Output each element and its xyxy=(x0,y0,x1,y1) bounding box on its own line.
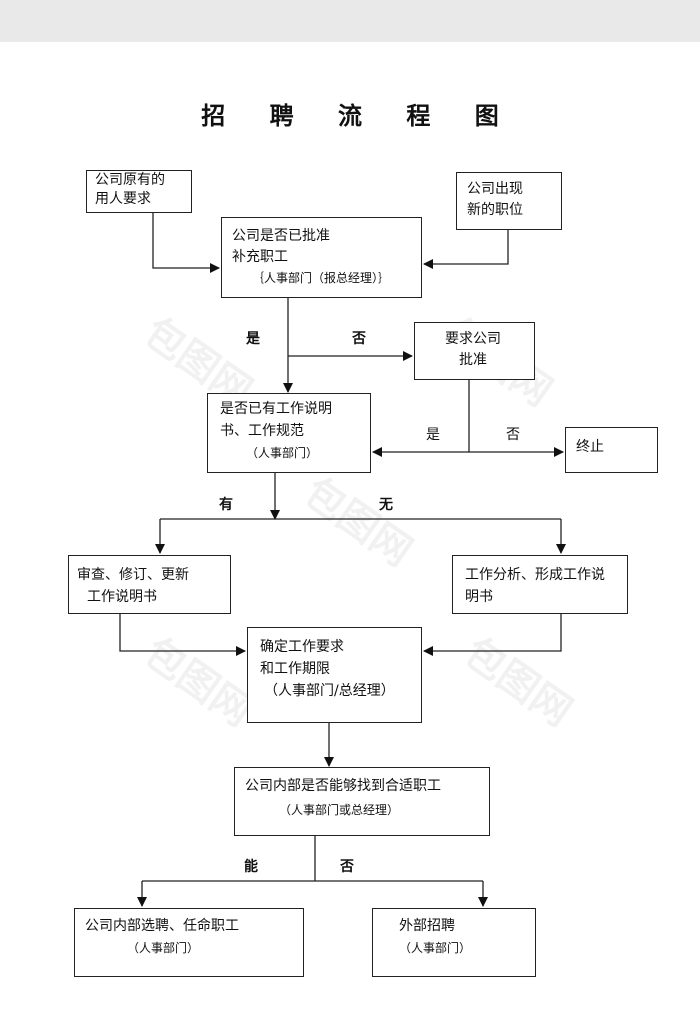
label-yes: 是 xyxy=(246,331,260,347)
job-analysis-line2: 明书 xyxy=(465,589,493,605)
connector xyxy=(152,212,220,273)
request-approval-box: 要求公司 批准 xyxy=(414,322,535,380)
label-no: 否 xyxy=(352,331,366,347)
internal-select-line1: 公司内部选聘、任命职工 xyxy=(85,918,239,934)
external-recruit-box: 外部招聘 （人事部门） xyxy=(372,908,536,977)
new-position-line2: 新的职位 xyxy=(467,202,523,218)
internal-select-dept: （人事部门） xyxy=(127,941,200,955)
review-revise-line2: 工作说明书 xyxy=(87,589,157,605)
confirm-requirements-line1: 确定工作要求 xyxy=(260,639,344,655)
internal-find-dept: （人事部门或总经理） xyxy=(279,803,400,817)
internal-find-box: 公司内部是否能够找到合适职工 （人事部门或总经理） xyxy=(234,767,490,836)
new-position-line1: 公司出现 xyxy=(467,181,523,197)
original-demand-box: 公司原有的 用人要求 xyxy=(86,170,192,213)
request-approval-line2: 批准 xyxy=(459,352,487,368)
connector xyxy=(423,614,562,656)
job-desc-exist-line2: 书、工作规范 xyxy=(220,423,304,439)
job-analysis-box: 工作分析、形成工作说 明书 xyxy=(452,555,628,614)
request-approval-line1: 要求公司 xyxy=(445,331,501,347)
new-position-box: 公司出现 新的职位 xyxy=(456,172,562,230)
job-desc-exist-dept: （人事部门） xyxy=(246,446,319,460)
connector xyxy=(423,230,509,269)
confirm-requirements-dept: （人事部门/总经理） xyxy=(264,683,395,699)
original-demand-line1: 公司原有的 xyxy=(95,172,165,188)
approve-fill-dept: ｛人事部门（报总经理）｝ xyxy=(252,271,391,285)
connector xyxy=(119,614,246,656)
confirm-requirements-box: 确定工作要求 和工作期限 （人事部门/总经理） xyxy=(247,627,422,723)
original-demand-line2: 用人要求 xyxy=(95,191,151,207)
label-cannot: 否 xyxy=(340,859,354,875)
internal-find-line1: 公司内部是否能够找到合适职工 xyxy=(245,778,441,794)
external-recruit-line1: 外部招聘 xyxy=(399,918,455,934)
approve-fill-line2: 补充职工 xyxy=(232,249,288,265)
job-analysis-line1: 工作分析、形成工作说 xyxy=(465,567,605,583)
page-title: 招 聘 流 程 图 xyxy=(201,102,517,130)
label-no: 否 xyxy=(506,427,520,443)
label-can: 能 xyxy=(244,859,258,875)
review-revise-box: 审查、修订、更新 工作说明书 xyxy=(68,555,231,614)
approve-fill-line1: 公司是否已批准 xyxy=(232,228,330,244)
job-desc-exist-box: 是否已有工作说明 书、工作规范 （人事部门） xyxy=(207,393,371,473)
label-yes: 是 xyxy=(426,427,440,443)
label-have: 有 xyxy=(219,497,233,513)
top-bar xyxy=(0,0,700,42)
confirm-requirements-line2: 和工作期限 xyxy=(260,661,330,677)
terminate-label: 终止 xyxy=(576,439,604,455)
external-recruit-dept: （人事部门） xyxy=(399,941,472,955)
terminate-box: 终止 xyxy=(565,427,658,473)
internal-select-box: 公司内部选聘、任命职工 （人事部门） xyxy=(74,908,304,977)
label-none: 无 xyxy=(379,497,393,513)
approve-fill-box: 公司是否已批准 补充职工 ｛人事部门（报总经理）｝ xyxy=(221,217,422,298)
job-desc-exist-line1: 是否已有工作说明 xyxy=(220,401,332,417)
review-revise-line1: 审查、修订、更新 xyxy=(77,567,189,583)
